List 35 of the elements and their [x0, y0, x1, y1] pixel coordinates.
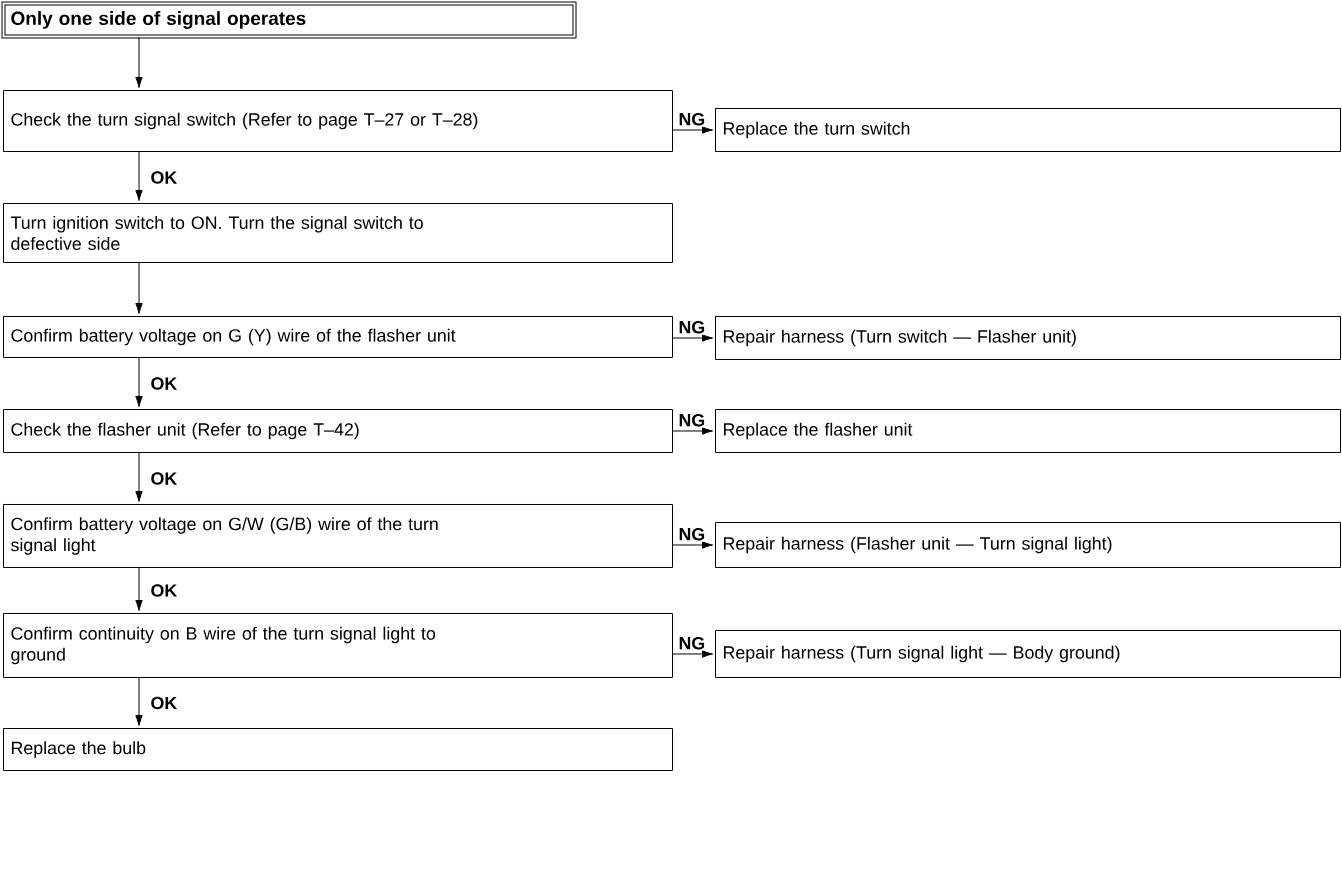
step-box: Repair harness (Turn signal light — Body ground): [715, 630, 1341, 678]
edge-label: NG: [677, 319, 707, 335]
arrow: [135, 567, 143, 611]
step-box: Turn ignition switch to ON. Turn the signal switch to defective side: [3, 203, 673, 263]
arrow: [672, 427, 713, 435]
edge-label: OK: [149, 695, 179, 711]
step-box: Replace the bulb: [3, 728, 673, 771]
step-box: Check the flasher unit (Refer to page T–42): [3, 409, 673, 453]
arrow: [672, 126, 713, 134]
step-box: Check the turn signal switch (Refer to page T–27 or T–28): [3, 90, 673, 152]
edge-label: NG: [677, 412, 707, 428]
edge-label: NG: [677, 526, 707, 542]
arrow: [672, 541, 713, 549]
step-box: Replace the flasher unit: [715, 409, 1341, 453]
step-box: Confirm continuity on B wire of the turn signal light to ground: [3, 613, 673, 678]
edge-label: OK: [149, 376, 179, 391]
edge-label: NG: [677, 111, 707, 127]
title-box: Only one side of signal operates: [1, 1, 577, 39]
edge-label: OK: [149, 170, 179, 185]
arrow: [135, 452, 143, 502]
edge-label: NG: [677, 635, 707, 651]
step-box: Repair harness (Turn switch — Flasher unit): [715, 316, 1341, 360]
arrow: [135, 677, 143, 726]
step-box: Replace the turn switch: [715, 108, 1341, 152]
arrow: [672, 334, 713, 342]
step-box: Confirm battery voltage on G (Y) wire of the flasher unit: [3, 316, 673, 358]
edge-label: OK: [149, 583, 179, 598]
arrow: [135, 151, 143, 201]
arrow: [135, 262, 143, 314]
step-box: Confirm battery voltage on G/W (G/B) wire of the turn signal light: [3, 504, 673, 568]
edge-label: OK: [149, 471, 179, 486]
arrow: [135, 36, 143, 88]
step-box: Repair harness (Flasher unit — Turn signal light): [715, 522, 1341, 568]
arrow: [672, 650, 713, 658]
arrow: [135, 357, 143, 407]
